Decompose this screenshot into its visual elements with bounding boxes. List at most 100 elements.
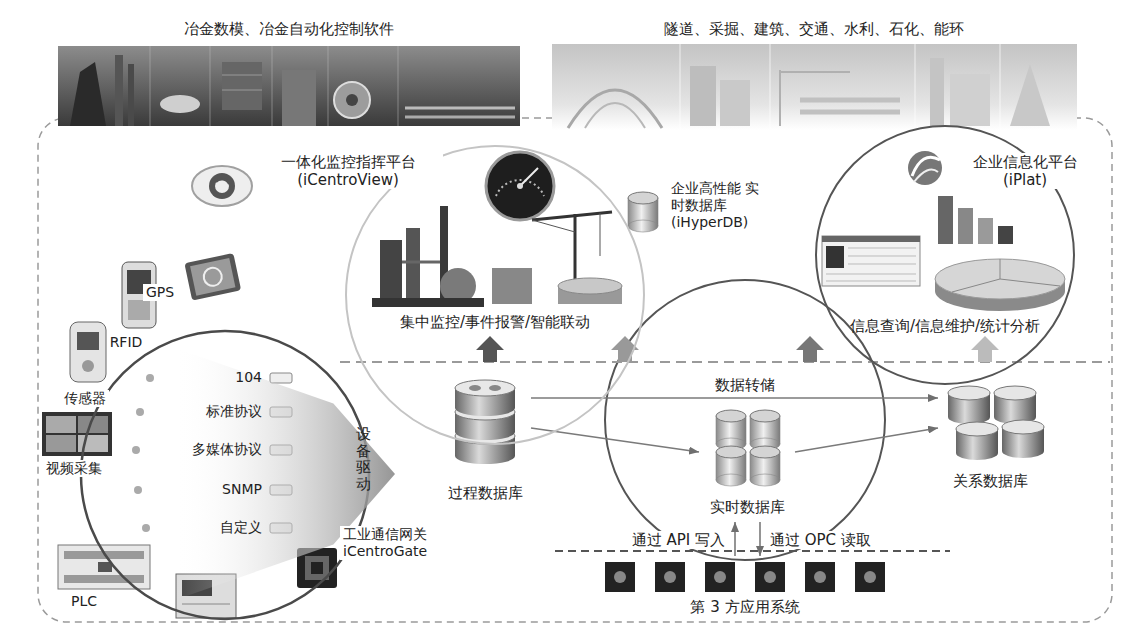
database-icon: [750, 446, 780, 486]
circle-outline: [345, 145, 645, 445]
node-label: 关系数据库: [953, 472, 1028, 490]
platform-circle: 一体化监控指挥平台 (iCentroView)集中监控/事件报警/智能联动: [345, 145, 645, 445]
text-slot: 冶金数模、冶金自动化控制软件: [55, 20, 523, 38]
circle-outline: [346, 146, 644, 444]
text-slot: 104: [152, 369, 262, 386]
protocol-dot: [134, 486, 142, 494]
plant-illustration: [372, 298, 484, 307]
node-label: 多媒体协议: [192, 441, 262, 458]
database-icon: [455, 380, 1044, 486]
text-slot: 集中监控/事件报警/智能联动: [345, 313, 645, 331]
connector-arrow: [795, 428, 938, 452]
banner-photo-right: [552, 44, 1077, 130]
plant-illustration: [406, 228, 420, 304]
node-label: 信息查询/信息维护/统计分析: [850, 317, 1040, 335]
database-icon: [948, 386, 990, 424]
text-slot: 工业通信网关 iCentroGate: [340, 526, 450, 560]
dashed-bus: [555, 550, 950, 552]
eye-icon: [215, 179, 229, 193]
app-terminal-icon: [855, 562, 885, 592]
plant-illustration: [496, 180, 544, 196]
text-slot: 第 3 方应用系统: [595, 598, 895, 616]
text-slot: 通过 API 写入: [588, 531, 728, 549]
iplat-illustration: [1000, 279, 1060, 286]
iplat-illustration: [822, 236, 920, 286]
banner-photo-left: [272, 46, 273, 126]
node-heading: 一体化监控指挥平台 (iCentroView): [253, 153, 443, 189]
device-label: GPS: [143, 284, 177, 301]
banner-photo-left: [210, 46, 211, 126]
app-terminal-icon: [605, 562, 885, 592]
banner-photo-right: [800, 98, 900, 103]
text-slot: 信息查询/信息维护/统计分析: [815, 317, 1075, 335]
database-icon: [750, 410, 780, 450]
database-node: 实时数据库: [699, 404, 795, 522]
banner-photo-left: [222, 75, 262, 76]
iplat-illustration: [958, 208, 973, 244]
node-label: 冶金数模、冶金自动化控制软件: [184, 20, 394, 38]
video-monitor-icon: [42, 412, 112, 456]
gps-tablet-icon: [184, 253, 241, 301]
text-slot: 实时数据库: [699, 498, 795, 516]
node-label: 标准协议: [206, 403, 262, 420]
database-icon: [994, 386, 1036, 424]
iplat-illustration: [914, 170, 938, 182]
node-label: SNMP: [222, 481, 262, 498]
device-box-icon: [182, 604, 230, 605]
iplat-illustration: [826, 274, 916, 275]
text-slot: 隧道、采掘、建筑、交通、水利、石化、能环: [550, 20, 1078, 38]
text-slot: 一体化监控指挥平台 (iCentroView): [253, 153, 443, 189]
device-label: 视频采集: [43, 460, 105, 477]
iplat-illustration: [938, 196, 953, 244]
banner-photo-left: [346, 94, 358, 106]
sensor-icon: [82, 360, 94, 372]
text-slot: 关系数据库: [938, 472, 1042, 490]
plant-illustration: [520, 168, 538, 186]
gateway-circle: 设备驱动104标准协议多媒体协议SNMP自定义: [80, 330, 370, 620]
app-terminal-icon: [755, 562, 785, 592]
protocol-dot: [132, 446, 140, 454]
database-icon: [1002, 420, 1044, 458]
text-slot: 过程数据库: [439, 484, 531, 502]
video-monitor-icon: [46, 416, 76, 433]
banner-photo-left: [405, 107, 515, 110]
banner-photo-left: [58, 46, 520, 126]
app-terminal-icon: [655, 562, 685, 592]
iplat-illustration: [826, 246, 844, 268]
node-label: 隧道、采掘、建筑、交通、水利、石化、能环: [664, 20, 964, 38]
eye-icon: [209, 173, 235, 199]
text-slot: PLC: [62, 593, 106, 610]
text-slot: SNMP: [152, 481, 262, 498]
plc-icon: [64, 575, 144, 583]
iplat-illustration: [822, 236, 920, 242]
plant-illustration: [558, 278, 622, 294]
sensor-icon: [70, 322, 106, 382]
banner-photo-right: [1010, 64, 1050, 126]
banner-photo-left: [115, 55, 123, 126]
banner-photo-right: [585, 103, 645, 128]
node-label: 自定义: [220, 519, 262, 536]
banner-photo-left: [282, 70, 316, 126]
text-slot: 视频采集: [36, 460, 112, 477]
plant-illustration: [402, 261, 440, 264]
app-terminal-icon: [605, 562, 635, 592]
iplat-illustration: [952, 279, 1000, 292]
banner-panel: 隧道、采掘、建筑、交通、水利、石化、能环: [550, 12, 1078, 132]
gps-tablet-icon: [190, 258, 235, 296]
banner-photo-left: [150, 46, 151, 126]
banner-photo-left: [128, 64, 134, 126]
app-terminal-icon: [714, 571, 726, 583]
block-arrow: [476, 336, 504, 362]
iplat-illustration: [848, 264, 916, 265]
platform-circle: 企业信息化平台 (iPlat)信息查询/信息维护/统计分析: [815, 125, 1075, 385]
plant-illustration: [492, 268, 532, 304]
banner-photo-right: [680, 44, 681, 130]
database-icon: [716, 410, 746, 450]
plant-illustration: [532, 220, 575, 232]
text-slot: RFID: [104, 334, 148, 351]
banner-photo-left: [405, 116, 515, 119]
edge-label: 数据转储: [712, 376, 778, 394]
plant-illustration: [517, 183, 523, 189]
edge-label: 通过 API 写入: [629, 531, 728, 549]
